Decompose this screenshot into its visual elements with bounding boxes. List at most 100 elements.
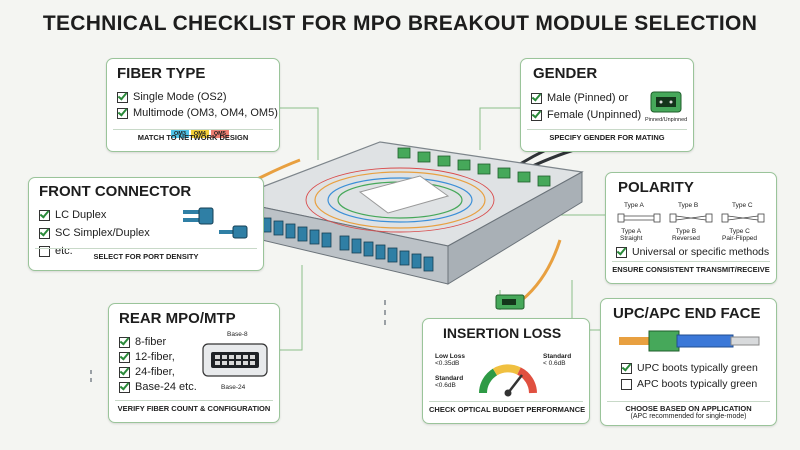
polarity-type-c-desc: Pair-Flipped <box>722 235 758 242</box>
rear-mpo-item-base24[interactable]: Base-24 etc. <box>119 381 197 393</box>
gender-footer: SPECIFY GENDER FOR MATING <box>527 129 687 146</box>
gender-item-male[interactable]: Male (Pinned) or <box>531 92 628 104</box>
polarity-diagrams <box>617 213 765 223</box>
insertion-loss-heading: INSERTION LOSS <box>443 325 562 341</box>
end-face-item-apc[interactable]: APC boots typically green <box>621 378 757 390</box>
end-face-item-upc[interactable]: UPC boots typically green <box>621 362 758 374</box>
gender-item-female[interactable]: Female (Unpinned) <box>531 109 641 121</box>
polarity-type-c-name: Type C <box>729 228 750 235</box>
low-loss-value: <0.35dB <box>435 360 460 367</box>
rear-mpo-item-12[interactable]: 12-fiber, <box>119 351 175 363</box>
end-face-heading: UPC/APC END FACE <box>613 305 761 322</box>
fiber-ferrule-icon <box>619 330 760 352</box>
polarity-type-c-bottom: Type C Pair-Flipped <box>722 228 757 242</box>
rear-mpo-item-8[interactable]: 8-fiber <box>119 336 166 348</box>
end-face-footer-line-1: CHOOSE BASED ON APPLICATION <box>625 404 752 413</box>
check-icon[interactable] <box>531 109 542 121</box>
insertion-loss-standard-right: Standard < 0.6dB <box>543 353 571 367</box>
end-face-footer: CHOOSE BASED ON APPLICATION (APC recomme… <box>607 401 770 420</box>
standard-left-label: Standard <box>435 375 464 382</box>
check-icon[interactable] <box>531 92 542 104</box>
polarity-heading: POLARITY <box>618 179 694 196</box>
front-connector-heading: FRONT CONNECTOR <box>39 183 192 200</box>
check-icon[interactable] <box>621 362 632 374</box>
gender-image-caption: Pinned/Unpinned <box>645 117 688 123</box>
rear-mpo-item-label: 8-fiber <box>135 336 167 348</box>
polarity-type-b-name: Type B <box>675 228 697 235</box>
front-connector-item-label: SC Simplex/Duplex <box>55 227 150 239</box>
gender-card: GENDER Male (Pinned) or Female (Unpinned… <box>520 58 694 152</box>
check-icon[interactable] <box>616 246 627 258</box>
fiber-type-item-single-mode[interactable]: Single Mode (OS2) <box>117 91 227 103</box>
low-loss-label: Low Loss <box>435 353 465 360</box>
insertion-loss-standard-left: Standard <0.6dB <box>435 375 463 389</box>
polarity-item-universal[interactable]: Universal or specific methods <box>616 246 769 258</box>
check-icon[interactable] <box>119 366 130 378</box>
insertion-loss-low-loss: Low Loss <0.35dB <box>435 353 465 367</box>
fiber-type-card: FIBER TYPE Single Mode (OS2) Multimode (… <box>106 58 280 152</box>
fiber-type-item-label: Single Mode (OS2) <box>133 91 227 103</box>
front-connector-card: FRONT CONNECTOR LC Duplex SC Simplex/Dup… <box>28 177 264 271</box>
page-title: TECHNICAL CHECKLIST FOR MPO BREAKOUT MOD… <box>42 12 758 35</box>
check-icon[interactable] <box>119 381 130 393</box>
end-face-item-label: APC boots typically green <box>637 378 758 390</box>
rear-mpo-item-label: 24-fiber, <box>135 366 175 378</box>
polarity-type-a-top: Type A <box>624 202 644 209</box>
polarity-type-c-top: Type C <box>732 202 753 209</box>
check-icon[interactable] <box>117 91 128 103</box>
tag-om4: OM4 <box>190 130 209 138</box>
polarity-type-a-desc: Straight <box>620 235 643 242</box>
mpo-ferrule-icon <box>202 343 268 377</box>
polarity-type-b-bottom: Type B Reversed <box>672 228 700 242</box>
rear-adapters <box>397 147 551 187</box>
rear-mpo-item-24[interactable]: 24-fiber, <box>119 366 175 378</box>
front-connector-item-label: LC Duplex <box>55 209 107 221</box>
polarity-card: POLARITY Type A Type B Type C Type A Str… <box>605 172 777 284</box>
front-connector-item-sc[interactable]: SC Simplex/Duplex <box>39 227 150 239</box>
end-face-card: UPC/APC END FACE UPC boots typically gre… <box>600 298 777 426</box>
rear-mpo-item-label: Base-24 etc. <box>135 381 197 393</box>
rear-mpo-footer: VERIFY FIBER COUNT & CONFIGURATION <box>115 400 273 417</box>
fiber-type-heading: FIBER TYPE <box>117 65 206 82</box>
insertion-loss-gauge-icon <box>479 364 537 397</box>
gender-heading: GENDER <box>533 65 598 82</box>
standard-right-value: < 0.6dB <box>543 360 566 367</box>
rear-mpo-card: REAR MPO/MTP 8-fiber 12-fiber, 24-fiber,… <box>108 303 280 423</box>
tag-om5: OM5 <box>210 130 229 138</box>
insertion-loss-footer: CHECK OPTICAL BUDGET PERFORMANCE <box>429 401 585 418</box>
fiber-type-item-label: Multimode (OM3, OM4, OM5) <box>133 107 278 119</box>
lc-duplex-connector-icon <box>183 207 248 239</box>
fiber-type-footer: MATCH TO NETWORK DESIGN <box>113 129 273 146</box>
check-icon[interactable] <box>119 351 130 363</box>
check-icon[interactable] <box>39 227 50 239</box>
polarity-item-label: Universal or specific methods <box>632 246 770 258</box>
standard-left-value: <0.6dB <box>435 382 456 389</box>
checkbox-icon[interactable] <box>39 245 50 257</box>
insertion-loss-card: INSERTION LOSS Low Loss <0.35dB Standard… <box>422 318 590 424</box>
gender-item-label: Male (Pinned) or <box>547 92 629 104</box>
gender-item-label: Female (Unpinned) <box>547 109 642 121</box>
polarity-footer: ENSURE CONSISTENT TRANSMIT/RECEIVE <box>612 261 770 278</box>
end-face-item-label: UPC boots typically green <box>637 362 758 374</box>
rear-mpo-heading: REAR MPO/MTP <box>119 310 236 327</box>
check-icon[interactable] <box>39 209 50 221</box>
rear-mpo-item-label: 12-fiber, <box>135 351 175 363</box>
module-label-plate <box>358 175 450 214</box>
tag-om3: OM3 <box>171 130 189 138</box>
standard-right-label: Standard <box>543 353 572 360</box>
mpo-connector-icon <box>650 91 682 113</box>
polarity-type-b-desc: Reversed <box>672 235 700 242</box>
polarity-type-b-top: Type B <box>678 202 699 209</box>
front-connector-footer: SELECT FOR PORT DENSITY <box>35 248 257 265</box>
front-connector-item-lc[interactable]: LC Duplex <box>39 209 106 221</box>
check-icon[interactable] <box>119 336 130 348</box>
right-patch-cord <box>521 239 562 302</box>
check-icon[interactable] <box>117 107 128 119</box>
checkbox-icon[interactable] <box>621 378 632 390</box>
fiber-type-item-multimode[interactable]: Multimode (OM3, OM4, OM5) <box>117 107 278 119</box>
polarity-type-a-name: Type A <box>621 228 642 235</box>
rear-mpo-diagram-top-label: Base-8 <box>227 331 248 338</box>
rear-mpo-diagram-bottom-label: Base-24 <box>221 384 246 391</box>
polarity-type-a-bottom: Type A Straight <box>620 228 642 242</box>
